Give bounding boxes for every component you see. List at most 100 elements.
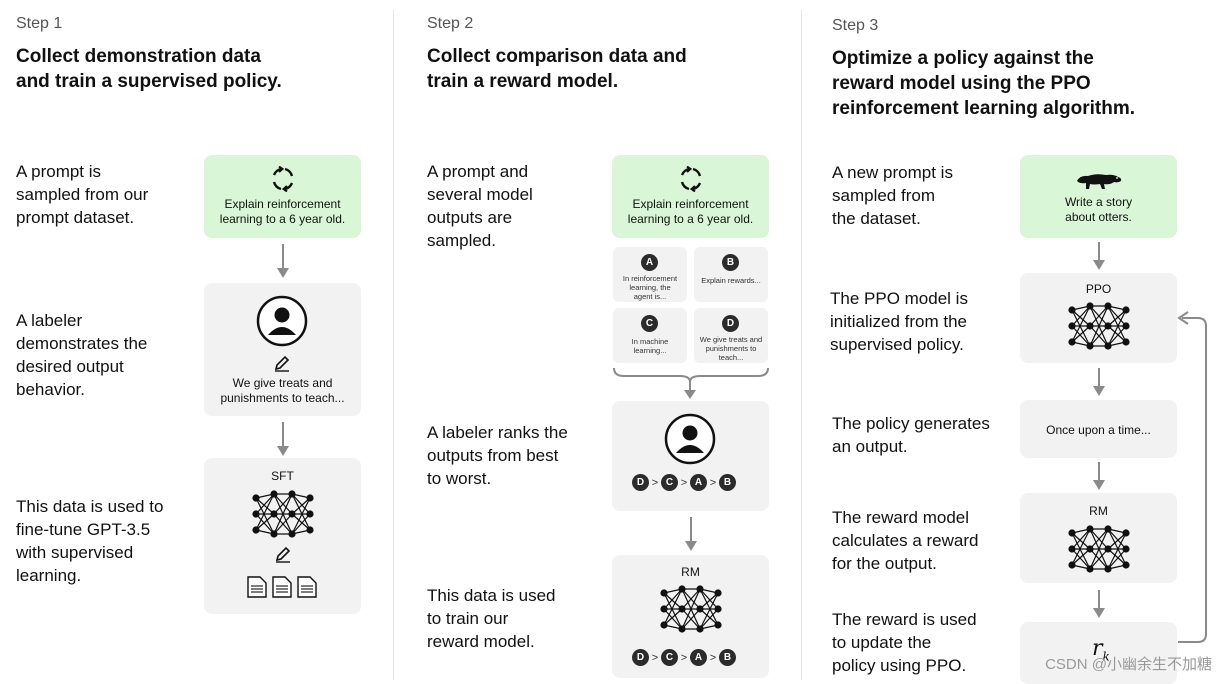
prompt-line: Write a story [1064, 195, 1133, 209]
step3-desc-output: The policy generates an output. [832, 412, 990, 458]
nn-edge [1107, 532, 1127, 570]
neural-network-icon [1068, 302, 1130, 350]
nn-node [1104, 322, 1112, 330]
nn-edge [1107, 325, 1127, 347]
nn-node [1122, 306, 1130, 314]
nn-edge [255, 497, 275, 515]
ppo-label: PPO [1085, 282, 1112, 296]
nn-node [660, 605, 668, 613]
nn-node [714, 589, 722, 597]
desc-line: A new prompt is [832, 163, 953, 182]
nn-edge [1107, 532, 1127, 550]
desc-line: A labeler [16, 311, 83, 330]
nn-edge [1089, 325, 1109, 347]
nn-edge [273, 513, 293, 535]
desc-line: to train our [427, 609, 509, 628]
desc-line: prompt dataset. [16, 208, 135, 227]
rank-separator: > [651, 476, 659, 489]
step3-arrow-1 [1093, 242, 1105, 270]
nn-node [696, 585, 704, 593]
step3-prompt-text: Write a story about otters. [1020, 195, 1177, 225]
nn-edge [255, 513, 275, 535]
feedback-loop-arrow [1177, 311, 1207, 643]
otter-icon [1077, 174, 1122, 189]
rank-separator: > [709, 651, 717, 664]
step2-desc-prompt: A prompt and several model outputs are s… [427, 160, 533, 252]
nn-edge [663, 592, 683, 610]
step2-prompt-text: Explain reinforcement learning to a 6 ye… [612, 197, 769, 227]
nn-node [1068, 545, 1076, 553]
nn-node [288, 490, 296, 498]
badge-d: D [722, 315, 739, 332]
output-card-c: C In machine learning... [613, 308, 687, 363]
step3-ppo-box: PPO [1020, 273, 1177, 363]
nn-edge [699, 608, 719, 626]
nn-node [1122, 545, 1130, 553]
desc-line: calculates a reward [832, 531, 979, 550]
desc-line: demonstrates the [16, 334, 148, 353]
nn-node [1104, 565, 1112, 573]
desc-line: to update the [832, 633, 932, 652]
step1-arrow-1 [277, 244, 289, 278]
cycle-icon [272, 166, 294, 192]
reward-r: r [1092, 636, 1103, 661]
nn-node [1104, 545, 1112, 553]
nn-edge [699, 588, 719, 610]
nn-edge [681, 588, 701, 610]
output-line: In reinforcement [622, 274, 678, 283]
nn-edge [681, 608, 701, 630]
pencil-icon [275, 546, 291, 563]
nn-node [1086, 525, 1094, 533]
nn-edge [1071, 309, 1091, 327]
prompt-line: Explain reinforcement [632, 197, 749, 211]
pencil-icon [274, 355, 290, 372]
nn-node [660, 621, 668, 629]
nn-node [1104, 525, 1112, 533]
nn-node [288, 510, 296, 518]
nn-node [1068, 529, 1076, 537]
nn-edge [663, 608, 683, 630]
nn-edge [1107, 528, 1127, 566]
nn-edge [1071, 548, 1091, 566]
prompt-line: Explain reinforcement [224, 197, 341, 211]
nn-edge [1071, 528, 1091, 566]
rm-label: RM [681, 565, 700, 579]
step3-title-line: Optimize a policy against the [832, 48, 1094, 69]
nn-edge [663, 608, 683, 626]
divider-2 [801, 10, 802, 680]
nn-edge [1089, 528, 1109, 570]
step2-desc-rank: A labeler ranks the outputs from best to… [427, 421, 568, 490]
nn-edge [1071, 528, 1091, 550]
step1-desc-finetune: This data is used to fine-tune GPT-3.5 w… [16, 495, 163, 587]
desc-line: The policy generates [832, 414, 990, 433]
nn-edge [255, 493, 275, 531]
nn-edge [663, 592, 683, 630]
step2-arrow-2 [685, 517, 697, 551]
neural-network-icon [1068, 525, 1130, 573]
ranking-row: D>C>A>B [632, 474, 736, 491]
output-line: We give treats and [699, 335, 763, 344]
nn-edge [699, 588, 719, 626]
rank-separator: > [651, 651, 659, 664]
desc-line: sampled. [427, 231, 496, 250]
desc-line: supervised policy. [830, 335, 964, 354]
output-b-text: Explain rewards... [694, 276, 768, 285]
desc-line: outputs are [427, 208, 513, 227]
desc-line: A prompt is [16, 162, 102, 181]
step2-prompt-box: Explain reinforcement learning to a 6 ye… [612, 155, 769, 238]
nn-node [270, 510, 278, 518]
nn-node [714, 605, 722, 613]
nn-edge [1089, 305, 1109, 327]
desc-line: This data is used [427, 586, 556, 605]
nn-edge [291, 493, 311, 531]
nn-edge [291, 497, 311, 515]
ranking-row: D>C>A>B [632, 649, 736, 666]
step3-arrow-2 [1093, 368, 1105, 396]
nn-edge [291, 497, 311, 535]
nn-edge [255, 497, 275, 535]
step2-title-line: train a reward model. [427, 71, 619, 92]
nn-edge [681, 588, 701, 630]
nn-node [1086, 302, 1094, 310]
rank-badge: B [719, 649, 736, 666]
nn-edge [255, 493, 275, 515]
